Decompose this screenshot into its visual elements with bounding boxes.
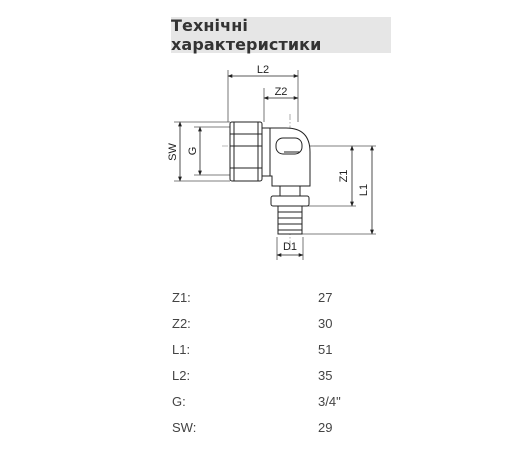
spec-label: Z2: bbox=[172, 315, 191, 331]
spigot bbox=[277, 205, 303, 235]
dim-label-l1: L1 bbox=[358, 184, 370, 196]
union-nut bbox=[229, 121, 263, 182]
spec-table: Z1: 27 Z2: 30 L1: 51 L2: 35 G: 3/4" SW: … bbox=[172, 284, 432, 440]
dim-label-g: G bbox=[187, 147, 199, 156]
spec-value: 29 bbox=[318, 419, 333, 435]
spec-row-sw: SW: 29 bbox=[172, 414, 432, 440]
fitting-diagram: L2 Z2 SW G Z1 L1 D1 bbox=[167, 64, 376, 260]
spec-value: 3/4" bbox=[318, 393, 341, 409]
spec-row-g: G: 3/4" bbox=[172, 388, 432, 414]
spec-row-l2: L2: 35 bbox=[172, 362, 432, 388]
dim-label-z2: Z2 bbox=[275, 86, 288, 98]
spec-value: 51 bbox=[318, 341, 333, 357]
spec-label: SW: bbox=[172, 419, 197, 435]
title-banner: Технічні характеристики bbox=[171, 16, 391, 54]
collar bbox=[270, 185, 310, 207]
spec-value: 27 bbox=[318, 289, 333, 305]
dim-label-d1: D1 bbox=[283, 241, 297, 253]
spec-label: G: bbox=[172, 393, 186, 409]
page-title: Технічні характеристики bbox=[171, 16, 322, 54]
dim-label-sw: SW bbox=[167, 143, 179, 161]
spec-label: L2: bbox=[172, 367, 191, 383]
spec-value: 30 bbox=[318, 315, 333, 331]
technical-drawing: L2 Z2 SW G Z1 L1 D1 bbox=[160, 62, 390, 267]
spec-label: L1: bbox=[172, 341, 191, 357]
spec-row-z2: Z2: 30 bbox=[172, 310, 432, 336]
dim-label-z1: Z1 bbox=[338, 170, 350, 183]
spec-row-l1: L1: 51 bbox=[172, 336, 432, 362]
elbow-body bbox=[261, 127, 311, 187]
dimension-lines bbox=[178, 74, 374, 257]
spec-label: Z1: bbox=[172, 289, 191, 305]
spec-value: 35 bbox=[318, 367, 333, 383]
dim-label-l2: L2 bbox=[257, 64, 269, 76]
spec-row-z1: Z1: 27 bbox=[172, 284, 432, 310]
